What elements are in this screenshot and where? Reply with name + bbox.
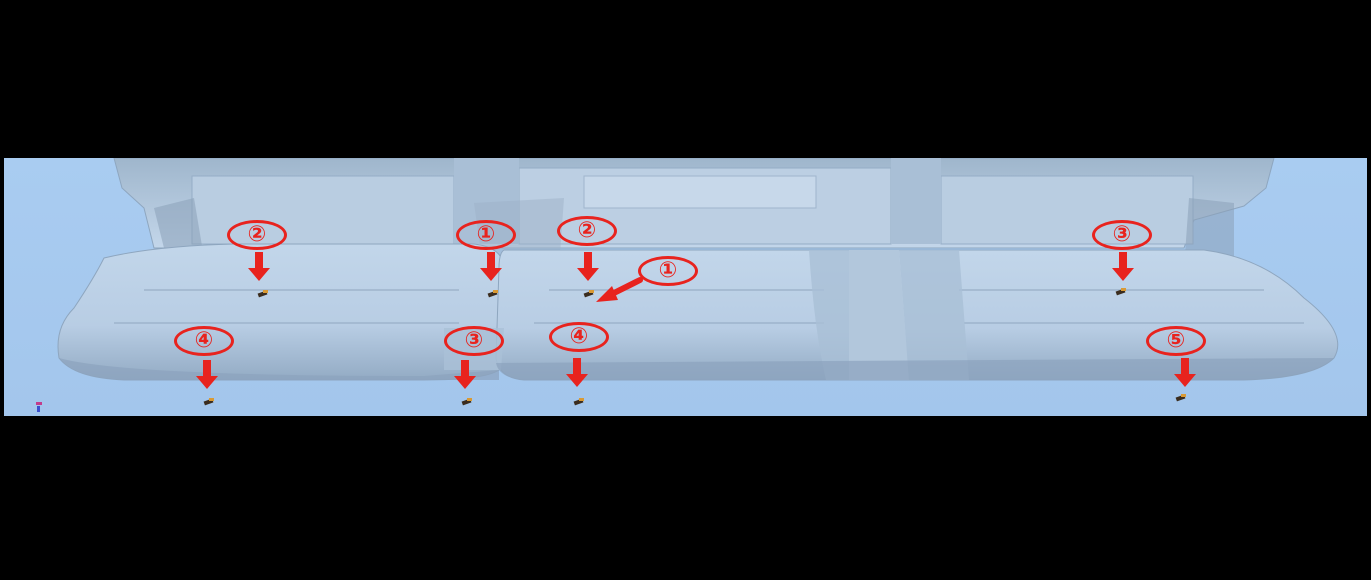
bolt-icon [204,398,214,406]
arrow-down-icon [480,252,502,282]
arrow-down-icon [1174,358,1196,388]
arrow-down-left-icon [594,276,644,304]
bolt-icon [574,398,584,406]
letterbox-top [0,0,1371,158]
axis-triad-icon [36,402,42,412]
seat-scan-view: ② ① ② ① ③ ④ ③ [4,158,1367,416]
callout-label: ③ [444,326,504,356]
callout-label: ④ [549,322,609,352]
callout-label: ④ [174,326,234,356]
callout-4-bench-front: ④ [549,322,613,360]
callout-2-bench-rear: ② [557,216,621,254]
bolt-icon [258,290,268,298]
bolt-icon [1176,394,1186,402]
bolt-icon [584,290,594,298]
callout-label: ⑤ [1146,326,1206,356]
callout-4-left-seat-front: ④ [174,326,238,364]
bolt-icon [488,290,498,298]
annotation-overlay: ② ① ② ① ③ ④ ③ [4,158,1367,416]
letterbox-bottom [0,416,1371,580]
arrow-down-icon [196,360,218,390]
callout-1-bench-rear: ① [638,256,702,294]
callout-label: ② [227,220,287,250]
arrow-down-icon [1112,252,1134,282]
callout-label: ① [638,256,698,286]
callout-label: ② [557,216,617,246]
arrow-down-icon [248,252,270,282]
arrow-down-icon [454,360,476,390]
bolt-icon [1116,288,1126,296]
arrow-down-icon [566,358,588,388]
callout-3-left-seat-front: ③ [444,326,508,364]
callout-label: ③ [1092,220,1152,250]
callout-label: ① [456,220,516,250]
bolt-icon [462,398,472,406]
